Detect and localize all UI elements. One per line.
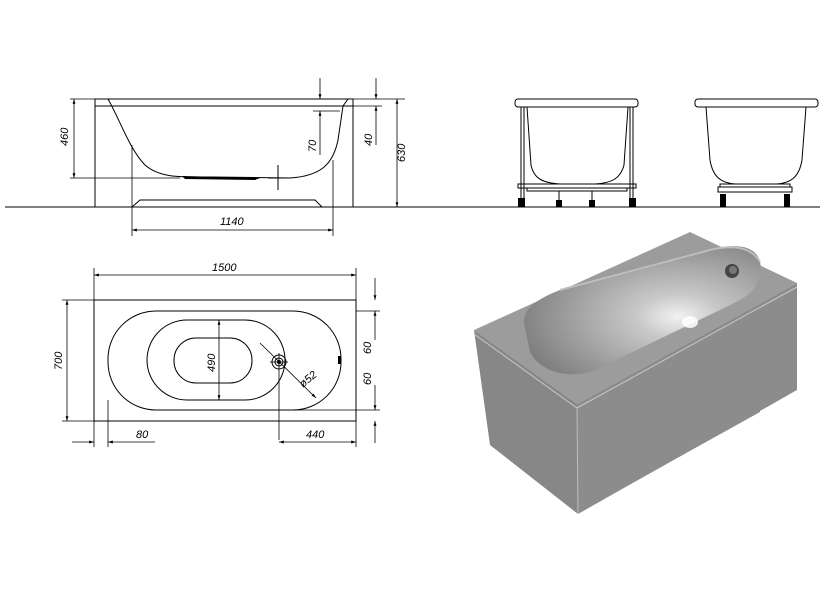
dim-total-height: 630 <box>396 143 408 162</box>
dim-width: 700 <box>53 351 65 370</box>
dim-overflow-offset: 70 <box>307 139 319 152</box>
dim-drain-offset-2: 60 <box>362 372 374 385</box>
dim-rim-offset: 80 <box>136 429 149 441</box>
top-view: ø52 1500 700 490 60 60 80 440 <box>53 262 380 447</box>
3d-render <box>473 232 798 515</box>
dim-inner-width: 490 <box>206 353 218 372</box>
end-view-with-legs <box>694 98 819 207</box>
side-view: 460 70 40 630 1140 <box>59 78 408 236</box>
dim-bottom-length: 1140 <box>220 216 245 228</box>
dim-drain-from-end: 440 <box>306 429 325 441</box>
dim-drain-diameter: ø52 <box>297 369 319 390</box>
end-view-with-frame <box>514 98 639 207</box>
dim-depth: 460 <box>59 127 71 146</box>
dim-length: 1500 <box>212 262 237 274</box>
dim-rim-thickness: 40 <box>363 133 375 146</box>
dim-drain-offset-1: 60 <box>362 341 374 354</box>
